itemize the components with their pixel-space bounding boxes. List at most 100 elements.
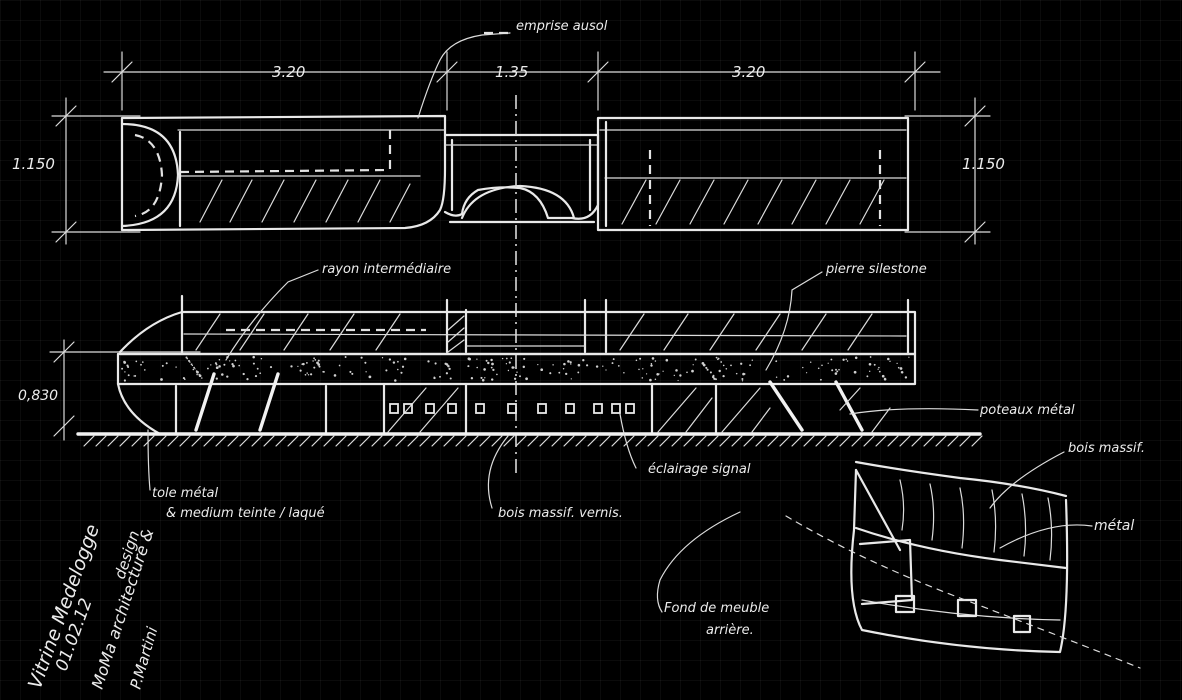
stone-speckle — [817, 367, 820, 370]
ground-hatch-line — [503, 435, 515, 447]
stone-speckle — [507, 369, 510, 372]
stone-speckle — [838, 368, 840, 371]
stone-speckle — [490, 366, 493, 369]
stone-speckle — [516, 371, 518, 373]
stone-speckle — [306, 362, 308, 364]
stone-speckle — [742, 372, 745, 376]
stone-speckle — [198, 374, 202, 378]
stone-speckle — [206, 367, 209, 370]
stone-speckle — [887, 357, 890, 361]
stone-speckle — [735, 372, 738, 375]
stone-speckle — [567, 360, 570, 363]
plan-left-hatch — [199, 179, 411, 223]
stone-speckle — [306, 372, 308, 374]
plan-inter-shelf — [179, 168, 391, 174]
stone-speckle — [641, 377, 644, 379]
ground-hatch-line — [119, 435, 131, 447]
stone-speckle — [188, 359, 190, 362]
stone-speckle — [201, 377, 203, 379]
stone-speckle — [127, 365, 130, 369]
dim-top-left: 3.20 — [272, 63, 305, 81]
pierre-leader — [765, 271, 823, 371]
stone-speckle — [586, 364, 589, 367]
stone-speckle — [846, 360, 849, 362]
label-eclairage: éclairage signal — [648, 462, 751, 477]
stone-speckle — [364, 361, 367, 364]
dim-slash — [53, 341, 75, 363]
stone-speckle — [449, 377, 452, 380]
stone-speckle — [484, 377, 486, 379]
stone-speckle — [878, 370, 881, 373]
stone-speckle — [403, 357, 407, 361]
dim-height-right: 1.150 — [962, 155, 1005, 173]
ground-hatch-line — [743, 435, 755, 447]
signal-light — [447, 403, 457, 414]
stone-speckle — [256, 367, 259, 370]
ground-hatch-line — [659, 435, 671, 447]
ground-hatch-line — [587, 435, 599, 447]
stone-speckle — [388, 358, 392, 361]
ground-hatch-line — [707, 435, 719, 447]
stone-speckle — [301, 363, 304, 366]
stone-speckle — [577, 371, 580, 374]
ground-hatch-line — [299, 435, 311, 447]
stone-speckle — [651, 357, 655, 360]
stone-speckle — [392, 361, 396, 364]
rayon-leader — [225, 269, 319, 361]
ground-hatch-line — [431, 435, 443, 447]
ground-hatch-line — [719, 435, 731, 447]
stone-speckle — [246, 378, 249, 381]
stone-speckle — [702, 363, 706, 367]
ground-hatch-line — [599, 435, 611, 447]
label-metal: métal — [1094, 518, 1134, 534]
stone-speckle — [218, 365, 221, 368]
elevation-view — [49, 269, 983, 509]
ground-hatch-line — [167, 435, 179, 447]
stone-speckle — [487, 361, 490, 365]
label-emprise: emprise ausol — [516, 19, 608, 34]
dim-slash — [111, 61, 133, 83]
ground-hatch-line — [155, 435, 167, 447]
stone-speckle — [196, 370, 199, 374]
elev-shelf-line — [183, 333, 907, 337]
stone-speckle — [853, 370, 857, 374]
stone-speckle — [611, 362, 614, 365]
stone-speckle — [269, 366, 273, 369]
stone-speckle — [297, 365, 299, 368]
stone-speckle — [313, 366, 316, 369]
ground-hatch-line — [863, 435, 875, 447]
stone-speckle — [186, 357, 189, 360]
stone-speckle — [344, 356, 347, 358]
ground-hatch-line — [839, 435, 851, 447]
label-tole-2: & medium teinte / laqué — [166, 506, 325, 521]
stone-speckle — [725, 368, 728, 370]
stone-speckle — [570, 378, 572, 380]
stone-speckle — [290, 365, 293, 368]
stone-speckle — [234, 359, 237, 362]
ground-hatch-line — [107, 435, 119, 447]
ground-hatch-line — [935, 435, 947, 447]
stone-speckle — [313, 357, 315, 360]
dim-slash — [964, 105, 986, 127]
stone-speckle — [525, 377, 528, 381]
stone-speckle — [127, 374, 130, 377]
stone-speckle — [537, 363, 539, 366]
stone-speckle — [691, 369, 694, 373]
stone-speckle — [842, 358, 845, 361]
stone-speckle — [365, 371, 367, 373]
stone-speckle — [231, 362, 234, 366]
persp-light — [1012, 614, 1032, 634]
stone-speckle — [522, 365, 526, 369]
stone-speckle — [662, 370, 664, 372]
stone-speckle — [476, 358, 478, 360]
ground-hatch-line — [419, 435, 431, 447]
stone-speckle — [483, 368, 486, 371]
elev-curve-front — [116, 382, 162, 436]
label-tole-1: tole métal — [152, 486, 219, 501]
stone-speckle — [706, 368, 709, 371]
stone-speckle — [868, 362, 872, 366]
stone-speckle — [143, 369, 146, 371]
stone-speckle — [715, 356, 718, 359]
ground-hatch-line — [179, 435, 191, 447]
stone-speckle — [317, 359, 320, 362]
